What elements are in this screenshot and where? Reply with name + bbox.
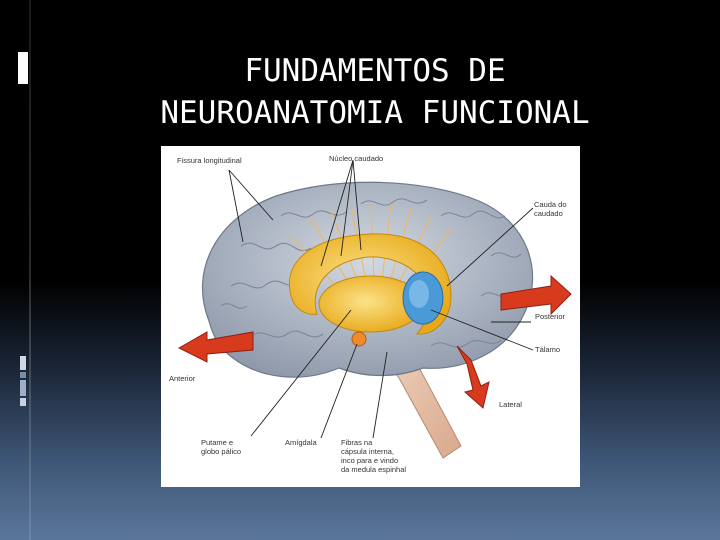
decor-stripe — [20, 380, 26, 396]
label-cauda-do-caudado: Cauda do caudado — [534, 200, 567, 218]
label-amigdala: Amígdala — [285, 438, 317, 447]
caudate-nucleus-shape — [289, 233, 452, 335]
leader-lines — [228, 159, 534, 439]
label-putame-globo-palico: Putame e globo pálico — [201, 438, 242, 456]
brain-illustration — [177, 159, 572, 459]
label-talamo: Tálamo — [535, 345, 561, 354]
decor-stripe — [20, 356, 26, 370]
decor-stripe — [20, 398, 26, 406]
arrow-lateral — [456, 345, 490, 409]
arrow-anterior — [177, 331, 254, 363]
slide-title-line-2: NEUROANATOMIA FUNCIONAL — [160, 95, 590, 131]
label-posterior: Posterior — [535, 312, 566, 321]
label-nucleo-caudado: Núcleo caudado — [329, 154, 384, 163]
title-marker-block — [18, 52, 28, 84]
slide-title: FUNDAMENTOS DE NEUROANATOMIA FUNCIONAL — [30, 50, 720, 134]
arrow-posterior — [500, 274, 572, 316]
label-anterior: Anterior — [169, 374, 196, 383]
label-lateral: Lateral — [499, 400, 522, 409]
left-accent-rule — [29, 0, 31, 540]
label-fissura-longitudinal: Fissura longitudinal — [177, 156, 242, 165]
decor-stripe — [20, 372, 26, 378]
label-fibras-capsula-interna: Fibras na cápsula interna, inco para e v… — [341, 438, 407, 474]
slide-title-line-1: FUNDAMENTOS DE — [244, 53, 506, 89]
brain-figure: Fissura longitudinal Núcleo caudado Caud… — [161, 146, 580, 487]
gyri-lines — [220, 198, 522, 348]
amygdala-shape — [351, 331, 367, 347]
